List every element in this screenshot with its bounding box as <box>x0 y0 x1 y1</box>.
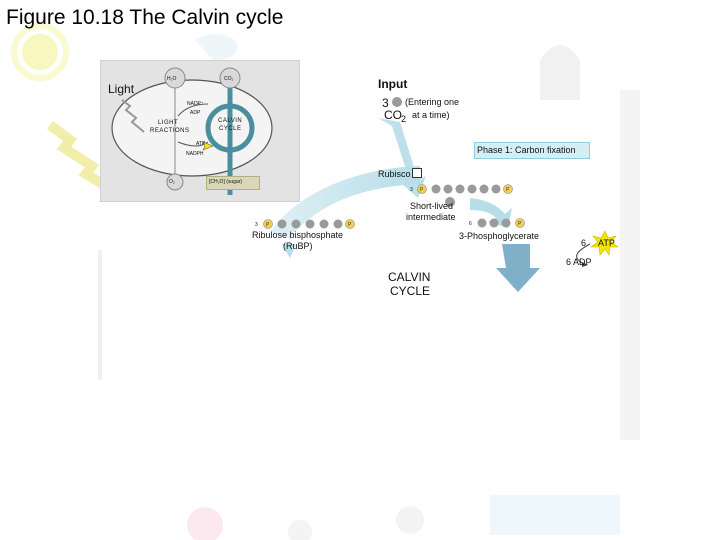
calvin-cycle-label-1: CALVIN <box>388 270 431 284</box>
inset-co2-label: CO₂ <box>224 76 234 82</box>
pga-count: 6 <box>469 221 472 227</box>
svg-text:P: P <box>348 222 352 228</box>
short-lived-label-2: intermediate <box>406 212 456 222</box>
down-right-arrow <box>496 244 540 292</box>
lightning-icon <box>47 121 115 195</box>
carbon-atom-icon <box>445 197 455 207</box>
inset-light-label: Light <box>108 82 135 96</box>
light-ray-icon <box>121 99 145 133</box>
pga-label: 3-Phosphoglycerate <box>459 231 540 241</box>
slide-title: Figure 10.18 The Calvin cycle <box>6 6 284 29</box>
phosphate-icon <box>515 218 525 228</box>
pga-molecule: P <box>477 218 525 228</box>
short-lived-label-1: Short-lived <box>410 201 454 211</box>
inset-light-reactions-2: REACTIONS <box>150 128 190 134</box>
rubp-label-2: (RuBP) <box>283 241 313 251</box>
atp-star-icon <box>202 141 214 151</box>
inset-sugar-label: [CH₂O] (sugar) <box>209 179 243 185</box>
rubp-count: 3 <box>255 222 258 228</box>
adp-label: 6 ADP <box>566 257 592 267</box>
svg-text:P: P <box>266 222 270 228</box>
input-count: 3 <box>382 96 389 110</box>
calvin-cycle-label-2: CYCLE <box>390 284 431 298</box>
inset-adp-label: ADP <box>190 110 201 116</box>
upper-arc-arrow <box>270 166 420 238</box>
phosphate-icon <box>417 184 427 194</box>
input-entering-text: (Entering one <box>405 97 460 107</box>
inset-calvin-cycle-2: CYCLE <box>219 126 242 132</box>
phase1-label: Phase 1: Carbon fixation <box>477 145 576 155</box>
inset-nadph-label: NADPH <box>186 151 204 157</box>
inset-atp-label: ATP <box>196 141 206 147</box>
phase1-box <box>474 142 590 159</box>
svg-text:P: P <box>518 221 522 227</box>
atp-label: ATP <box>598 238 615 248</box>
rubp-molecule: P P <box>263 219 355 229</box>
input-one-at-a-time: at a time) <box>412 110 450 120</box>
rubp-label-1: Ribulose bisphosphate <box>252 230 344 240</box>
inset-o2-label: O₂ <box>169 179 175 185</box>
intermediate-molecule: P P <box>417 184 513 194</box>
carbon-atom-icon <box>392 97 402 107</box>
to-pga-arrow <box>470 198 512 228</box>
sun-icon <box>22 34 58 70</box>
intermediate-count: 3 <box>410 187 413 193</box>
chloroplast-diagram <box>111 67 273 195</box>
inset-light-reactions-1: LIGHT <box>158 120 179 126</box>
input-label: Input <box>378 77 408 91</box>
inset-calvin-cycle-1: CALVIN <box>218 118 243 124</box>
phosphate-icon <box>503 184 513 194</box>
phosphate-icon <box>263 219 273 229</box>
inset-nadp-label: NADP⁺ <box>187 101 204 107</box>
atp-count: 6 <box>581 238 587 248</box>
inset-sugar-box <box>206 176 260 190</box>
phosphate-icon <box>345 219 355 229</box>
inset-h2o-label: H₂O <box>167 76 177 82</box>
svg-text:P: P <box>506 187 510 193</box>
rubp-arrow-tip <box>282 244 296 258</box>
rubisco-label: Rubisco <box>378 169 411 179</box>
input-co2-text: CO <box>384 108 402 122</box>
atp-star-icon <box>590 230 619 256</box>
svg-text:P: P <box>420 187 424 193</box>
rubisco-marker <box>412 168 422 178</box>
input-co2-subscript: 2 <box>401 114 407 124</box>
inset-cycle-ring <box>205 103 255 153</box>
